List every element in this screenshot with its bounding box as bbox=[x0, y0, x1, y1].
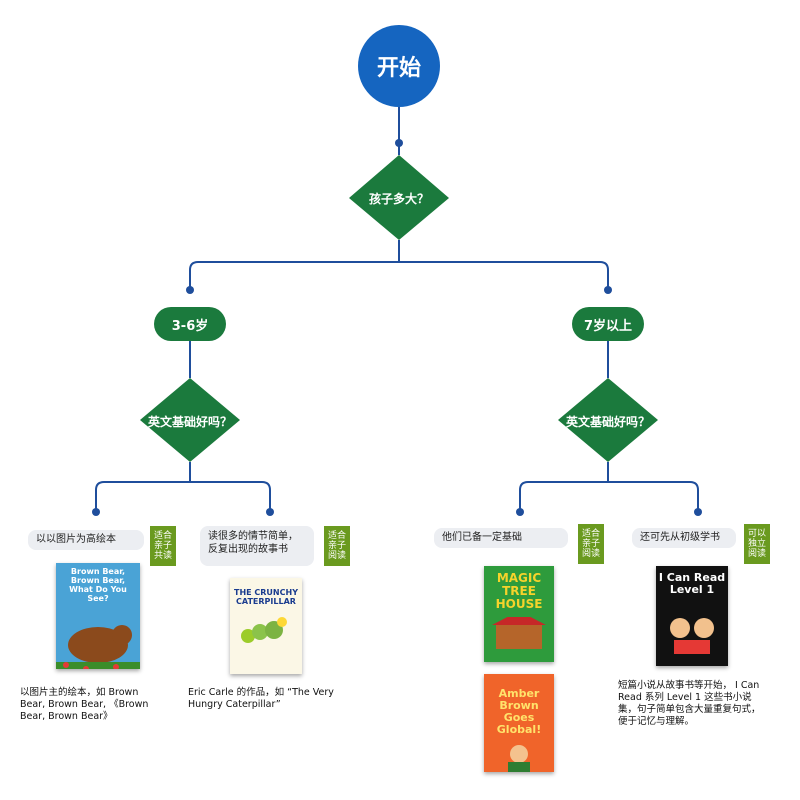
decision-diamond-english-right bbox=[558, 378, 658, 462]
book-cover-i-can-read: I Can Read Level 1 bbox=[656, 566, 728, 666]
decision-english-right-label: 英文基础好吗？ bbox=[565, 415, 650, 429]
decision-diamond-age bbox=[349, 155, 449, 240]
leaf-label-beginner-books: 还可先从初级学书 bbox=[632, 528, 736, 548]
book-cover-brown-bear: Brown Bear, Brown Bear, What Do You See? bbox=[56, 563, 140, 669]
leaf-tag-shared-reading-3: 适合亲子阅读 bbox=[578, 524, 604, 564]
decision-english-left-label: 英文基础好吗？ bbox=[147, 415, 232, 429]
book-title-caterpillar: THE CRUNCHY CATERPILLAR bbox=[234, 588, 298, 606]
leaf-tag-shared-reading-1: 适合亲子共读 bbox=[150, 526, 176, 566]
leaf-tag-independent-reading: 可以独立阅读 bbox=[744, 524, 770, 564]
age-3-6-node: 3-6岁 bbox=[154, 307, 226, 341]
leaf-label-simple-stories: 读很多的情节简单，反复出现的故事书 bbox=[200, 526, 314, 566]
book-title-i-can-read: I Can Read Level 1 bbox=[658, 571, 726, 596]
leaf-desc-i-can-read: 短篇小说从故事书等开始， I Can Read 系列 Level 1 这些书小说… bbox=[618, 680, 761, 727]
book-cover-caterpillar: THE CRUNCHY CATERPILLAR bbox=[230, 578, 302, 674]
amber-brown-illustration bbox=[508, 745, 530, 772]
decision-age-label: 孩子多大？ bbox=[368, 192, 429, 206]
leaf-desc-caterpillar: Eric Carle 的作品，如 “The Very Hungry Caterp… bbox=[188, 687, 334, 710]
start-node: 开始 bbox=[358, 25, 440, 107]
decision-diamond-english-left bbox=[140, 378, 240, 462]
leaf-desc-brown-bear: 以图片主的绘本，如 Brown Bear, Brown Bear, 《Brown… bbox=[20, 687, 149, 722]
kids-reading-illustration bbox=[670, 618, 714, 654]
caterpillar-illustration bbox=[241, 617, 287, 643]
leaf-tag-shared-reading-2: 适合亲子阅读 bbox=[324, 526, 350, 566]
tree-house-illustration bbox=[492, 611, 546, 649]
leaf-label-some-basics: 他们已备一定基础 bbox=[434, 528, 568, 548]
book-cover-amber-brown: Amber Brown Goes Global! bbox=[484, 674, 554, 772]
book-title-brown-bear: Brown Bear, Brown Bear, What Do You See? bbox=[69, 567, 127, 603]
age-7-plus-node: 7岁以上 bbox=[572, 307, 644, 341]
book-title-magic-tree-house: MAGIC TREE HOUSE bbox=[495, 571, 543, 611]
brown-bear-illustration bbox=[56, 625, 140, 669]
leaf-label-picture-books: 以以图片为高绘本 bbox=[28, 530, 144, 550]
book-cover-magic-tree-house: MAGIC TREE HOUSE bbox=[484, 566, 554, 662]
book-title-amber-brown: Amber Brown Goes Global! bbox=[496, 687, 542, 736]
